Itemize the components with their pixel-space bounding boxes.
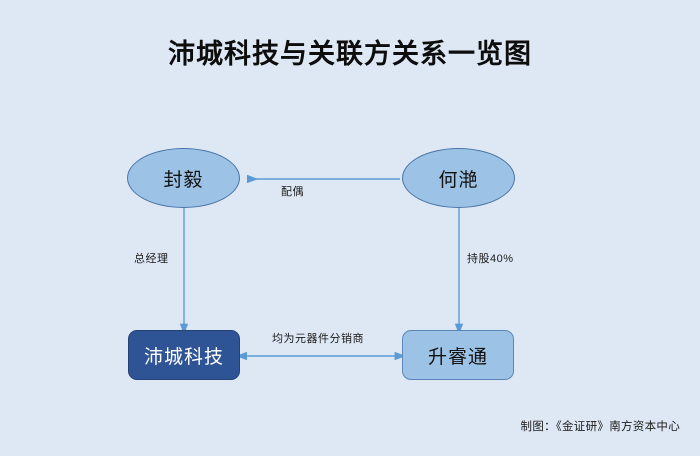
node-shengruitong[interactable]: 升睿通: [402, 330, 514, 380]
node-shengruitong-label: 升睿通: [427, 346, 488, 368]
credit-text: 制图：《金证研》南方资本中心: [520, 421, 680, 433]
node-fengyi-label: 封毅: [163, 169, 204, 191]
edge-label-distributor: 均为元器件分销商: [272, 333, 364, 345]
node-heyan-label: 何滟: [438, 169, 479, 191]
edge-label-shareholding: 持股40%: [467, 253, 514, 265]
node-peicheng-technology[interactable]: 沛城科技: [128, 330, 240, 380]
node-peicheng-label: 沛城科技: [143, 346, 224, 368]
node-fengyi[interactable]: 封毅: [127, 148, 240, 208]
page-title: 沛城科技与关联方关系一览图: [168, 39, 532, 69]
edge-label-spouse: 配偶: [281, 186, 304, 198]
edge-label-general-manager: 总经理: [134, 253, 169, 265]
node-heyan[interactable]: 何滟: [402, 148, 515, 208]
